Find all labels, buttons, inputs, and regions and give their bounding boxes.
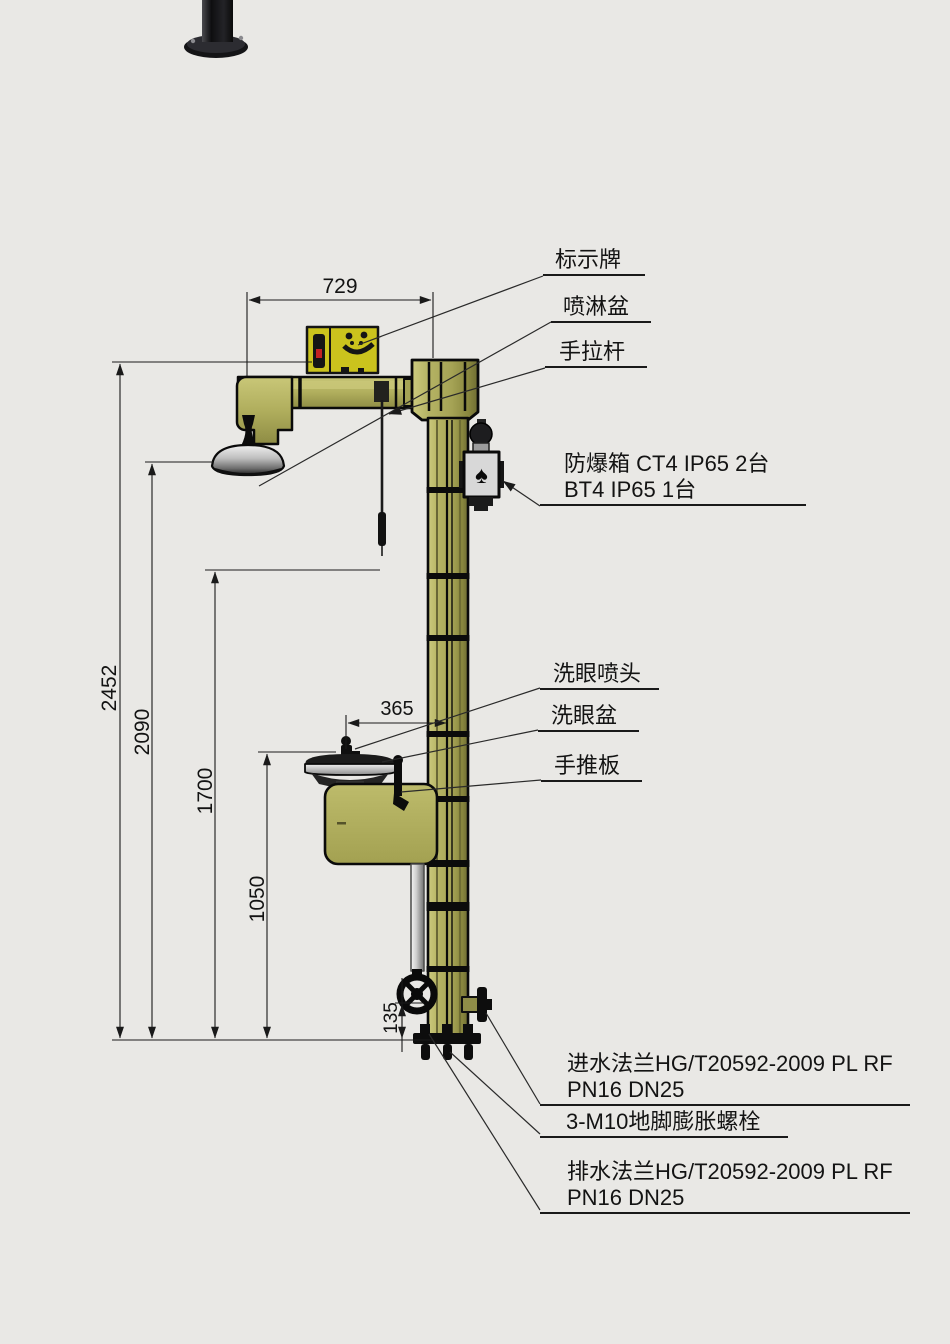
callout-drain-line2: PN16 DN25: [567, 1185, 685, 1210]
callout-push-plate: 手推板: [541, 753, 642, 782]
leader-eyewash-spray: [354, 687, 541, 750]
eyewash-pictogram: [342, 342, 375, 355]
shower-head: [210, 415, 286, 477]
leader-sign-plate: [357, 275, 544, 346]
leader-inlet-flange: [485, 1012, 541, 1105]
push-plate-panel: [323, 755, 439, 866]
callout-ex-box-line1: 防爆箱 CT4 IP65 2台: [564, 451, 770, 476]
dim-eyewash-offset: 365: [380, 698, 413, 720]
photo-post-base: [184, 0, 248, 58]
callout-shower-basin: 喷淋盆: [551, 294, 651, 323]
dimension-labels: 729 365 2452 2090 1700 1050 135: [98, 275, 414, 1034]
leader-drain-flange: [428, 1033, 541, 1211]
callout-ex-box: 防爆箱 CT4 IP65 2台 BT4 IP65 1台: [540, 451, 806, 506]
sign-plate: [305, 325, 380, 375]
bowl-rim: [305, 754, 395, 764]
callout-inlet-flange: 进水法兰HG/T20592-2009 PL RF PN16 DN25: [540, 1051, 910, 1106]
leader-eyewash-bowl: [381, 729, 539, 763]
ex-mark-icon: ♠: [475, 462, 488, 489]
dim-drain-height: 135: [381, 1002, 402, 1034]
explosion-proof-box: ♠: [459, 419, 504, 511]
leader-ex-box: [502, 480, 541, 507]
callout-drain-line1: 排水法兰HG/T20592-2009 PL RF: [567, 1159, 893, 1184]
dim-shower-height: 2090: [131, 709, 154, 756]
dim-total-height: 2452: [98, 665, 121, 712]
dim-pullrod-height: 1700: [194, 768, 217, 815]
leader-lines: [258, 275, 552, 1211]
push-handle: [394, 762, 402, 796]
callout-drain-flange: 排水法兰HG/T20592-2009 PL RF PN16 DN25: [540, 1159, 910, 1214]
leader-anchor-bolt: [449, 1051, 541, 1135]
leader-shower-basin: [258, 321, 552, 487]
inlet-flange: [461, 987, 492, 1022]
column-junction: [403, 358, 480, 422]
main-column: [426, 416, 470, 1038]
callout-inlet-line1: 进水法兰HG/T20592-2009 PL RF: [567, 1051, 893, 1076]
shower-station: ♠: [210, 325, 504, 1060]
callout-ex-box-line2: BT4 IP65 1台: [564, 477, 697, 502]
callout-eyewash-bowl: 洗眼盆: [538, 703, 639, 732]
callout-pull-rod: 手拉杆: [545, 339, 647, 368]
callout-eyewash-spray: 洗眼喷头: [540, 661, 659, 690]
leader-pull-rod: [388, 367, 546, 415]
eyewash-assembly: [304, 736, 396, 789]
callout-inlet-line2: PN16 DN25: [567, 1077, 685, 1102]
column-joints: [426, 487, 470, 972]
dim-eyewash-height: 1050: [246, 876, 269, 923]
base-plate: [413, 1024, 481, 1060]
callout-anchor-bolt: 3-M10地脚膨胀螺栓: [540, 1109, 788, 1138]
leader-push-plate: [400, 779, 542, 793]
callout-sign-plate: 标示牌: [543, 247, 645, 276]
pull-rod: [374, 381, 389, 556]
anchor-bolts: [421, 1044, 473, 1060]
drain-pipe: [410, 863, 425, 972]
dimension-lines: [112, 292, 447, 1052]
dim-top-width: 729: [322, 275, 357, 298]
